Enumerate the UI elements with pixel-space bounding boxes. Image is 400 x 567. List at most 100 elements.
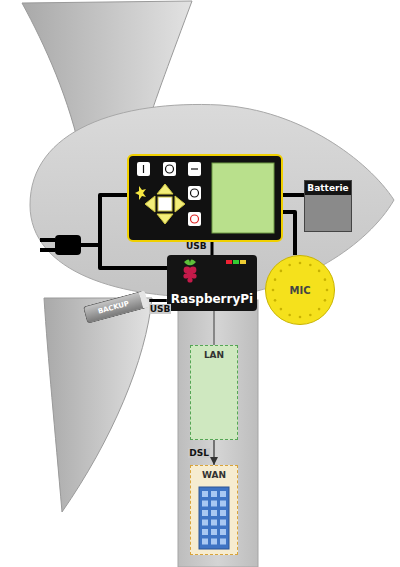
node-label: WAN [202,470,226,480]
light-icon [135,186,146,200]
logo-leaf [184,259,196,265]
pad-arrow [175,196,185,212]
usb-wire [211,241,214,255]
logo-berry [183,273,188,278]
status-leds [226,260,246,264]
usb-stick: BACKUP [83,290,149,324]
plug-pin [40,248,55,252]
wire [100,245,168,268]
mic-hole [280,308,283,311]
building-window [220,501,226,507]
wire [282,212,295,255]
building-window [211,520,217,526]
connector [149,299,167,302]
glyph [191,168,198,169]
building-window [211,510,217,516]
raspberry-logo [183,259,196,282]
building-window [202,520,208,526]
wire [80,195,128,245]
icon-button [188,212,201,226]
node-label: LAN [204,350,224,360]
mic-holes [272,262,329,319]
node-label: Batterie [305,181,350,195]
edge-label: DSL [188,448,210,458]
panel-screen [212,163,274,233]
computer-box: RaspberryPi [167,255,257,311]
glyph [143,165,144,173]
plug-symbol [40,235,81,255]
mic-hole [288,314,291,317]
lan-box: LAN [190,345,238,440]
building-window [211,501,217,507]
logo-berry [190,267,197,274]
building-window [202,501,208,507]
mic-hole [272,289,275,292]
icon-button [163,162,176,176]
mic-hole [324,299,327,302]
node-label: BACKUP [97,300,130,316]
node-label: MIC [289,285,310,296]
mic-hole [318,270,321,273]
icon-button [137,162,150,176]
logo-berry [187,272,194,279]
connector [213,440,214,465]
building-window [202,539,208,545]
led [240,260,246,264]
d-pad [145,184,185,224]
building-window [211,491,217,497]
pad-arrow [157,184,173,194]
microphone-circle: MIC [265,255,335,325]
pad-arrow [157,214,173,224]
building-body [199,487,229,549]
glyph [166,165,174,173]
building-window [202,510,208,516]
edge-label: USB [149,304,172,314]
building-window [202,529,208,535]
building-window [220,510,226,516]
pad-center [158,197,172,211]
building-window [211,529,217,535]
connector [213,311,214,345]
wire [282,193,306,197]
mic-hole [299,262,302,265]
building-window [202,491,208,497]
mic-hole [274,278,277,281]
pad-arrow [145,196,155,212]
mic-hole [309,314,312,317]
mic-hole [326,289,329,292]
mic-hole [318,308,321,311]
port-label: USB [186,242,207,252]
mic-hole [280,270,283,273]
glyph [191,189,199,197]
building-icon [199,487,229,549]
mic-hole [288,264,291,267]
mic-hole [324,278,327,281]
glyph [191,215,199,223]
building-window [220,491,226,497]
building-window [220,529,226,535]
logo-berry [184,267,191,274]
plug-pin [40,238,55,242]
logo-berry [187,277,192,282]
panel-icons [137,162,201,226]
node-label: RaspberryPi [171,292,253,306]
panel-frame [128,155,282,241]
logo-berry [191,273,196,278]
building-window [220,539,226,545]
led [233,260,239,264]
mic-hole [274,299,277,302]
icon-glyphs [144,165,199,223]
wan-box: WAN [190,465,238,555]
lower-blade [44,298,152,512]
building-window [220,520,226,526]
icon-button [188,186,201,200]
tower [178,300,258,567]
icon-button [188,162,201,176]
plug-body [55,235,81,255]
building-window [211,539,217,545]
mic-hole [309,264,312,267]
led [226,260,232,264]
